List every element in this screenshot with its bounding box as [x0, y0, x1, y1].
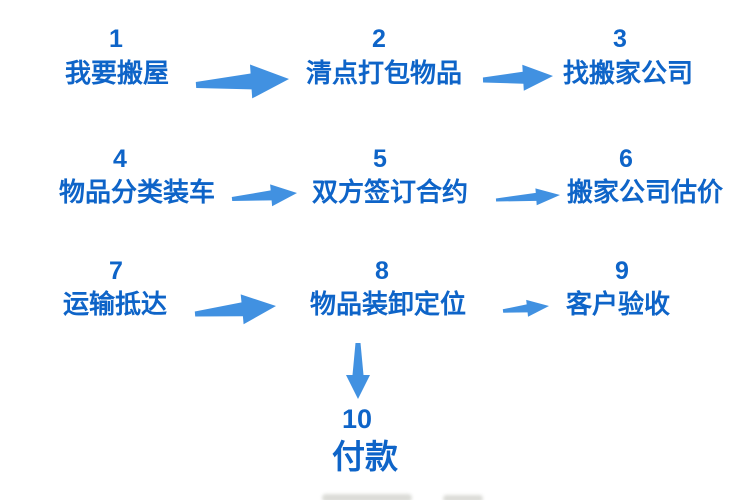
- cutoff-element-bottom-right: [443, 495, 483, 500]
- arrow-step2-step3: [482, 64, 553, 91]
- step-label-6: 搬家公司估价: [566, 177, 724, 207]
- step-number-4: 4: [113, 145, 127, 173]
- step-label-7: 运输抵达: [62, 289, 168, 319]
- step-number-3: 3: [613, 25, 627, 53]
- arrow-step4-step5: [231, 184, 297, 207]
- cutoff-element-bottom-left: [322, 494, 412, 500]
- step-label-1: 我要搬屋: [64, 58, 170, 88]
- step-label-3: 找搬家公司: [562, 58, 694, 88]
- step-number-1: 1: [109, 25, 123, 53]
- arrow-step8-step10: [346, 343, 370, 399]
- step-label-9: 客户验收: [565, 289, 671, 319]
- step-number-10: 10: [341, 404, 373, 434]
- step-number-2: 2: [372, 25, 386, 53]
- step-label-2: 清点打包物品: [305, 58, 463, 88]
- step-number-9: 9: [615, 257, 629, 285]
- step-number-6: 6: [619, 145, 633, 173]
- step-label-4: 物品分类装车: [58, 177, 216, 207]
- arrow-step1-step2: [195, 64, 289, 99]
- step-label-8: 物品装卸定位: [309, 289, 467, 319]
- step-label-10: 付款: [332, 438, 398, 475]
- step-number-7: 7: [109, 257, 123, 285]
- step-number-5: 5: [373, 145, 387, 173]
- step-label-5: 双方签订合约: [311, 177, 469, 207]
- step-number-8: 8: [375, 257, 389, 285]
- arrow-step7-step8: [194, 294, 276, 325]
- arrow-step5-step6: [495, 188, 560, 206]
- arrow-step8-step9: [502, 299, 549, 317]
